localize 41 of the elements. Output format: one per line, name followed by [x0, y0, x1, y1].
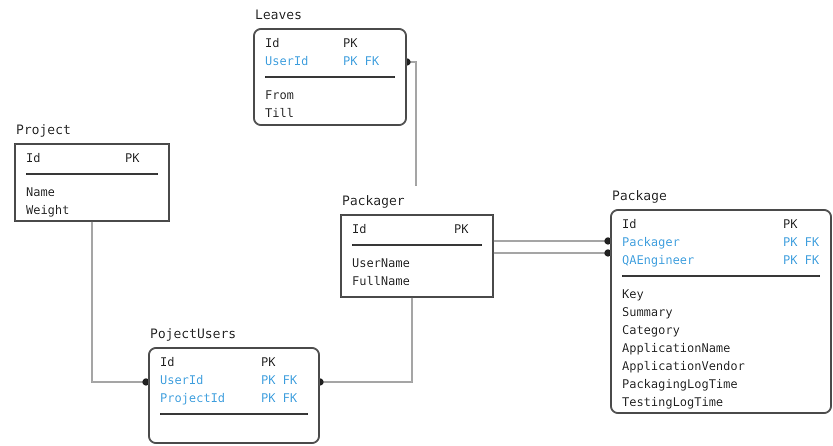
field-name: Key: [622, 286, 644, 302]
field-name: Id: [622, 216, 636, 232]
key-label: PK FK: [783, 234, 820, 250]
field-name: Name: [26, 184, 55, 200]
relationship-line: [91, 222, 150, 386]
field-name: Id: [160, 354, 174, 370]
field-name: UserId: [160, 372, 204, 388]
field-name: QAEngineer: [622, 252, 694, 268]
key-label: PK: [261, 354, 276, 370]
field-name: Summary: [622, 304, 673, 320]
field-name: Packager: [622, 234, 680, 250]
key-label: PK: [783, 216, 798, 232]
field-name: PackagingLogTime: [622, 376, 738, 392]
relationship-line: [494, 237, 612, 245]
key-label: PK: [454, 221, 468, 237]
field-name: From: [265, 87, 294, 103]
field-name: Id: [352, 221, 366, 237]
field-name: UserName: [352, 255, 410, 271]
key-label: PK FK: [343, 53, 380, 69]
table-name: Project: [16, 123, 71, 139]
relationship-line: [494, 249, 612, 257]
field-name: TestingLogTime: [622, 394, 724, 410]
field-name: ProjectId: [160, 390, 226, 406]
field-name: Till: [265, 105, 294, 121]
key-label: PK: [125, 150, 140, 166]
field-name: UserId: [265, 53, 308, 69]
table-name: Packager: [342, 194, 405, 210]
field-name: Id: [26, 150, 40, 166]
field-name: Weight: [26, 202, 70, 218]
field-name: FullName: [352, 273, 410, 289]
table-name: PojectUsers: [150, 327, 236, 343]
key-label: PK: [343, 35, 358, 51]
field-name: Category: [622, 322, 680, 338]
field-name: Id: [265, 35, 280, 51]
table-name: Leaves: [255, 8, 302, 24]
key-label: PK FK: [261, 390, 298, 406]
key-label: PK FK: [261, 372, 298, 388]
field-name: ApplicationName: [622, 340, 730, 356]
table-name: Package: [612, 189, 667, 205]
field-name: ApplicationVendor: [622, 358, 745, 374]
key-label: PK FK: [783, 252, 820, 268]
